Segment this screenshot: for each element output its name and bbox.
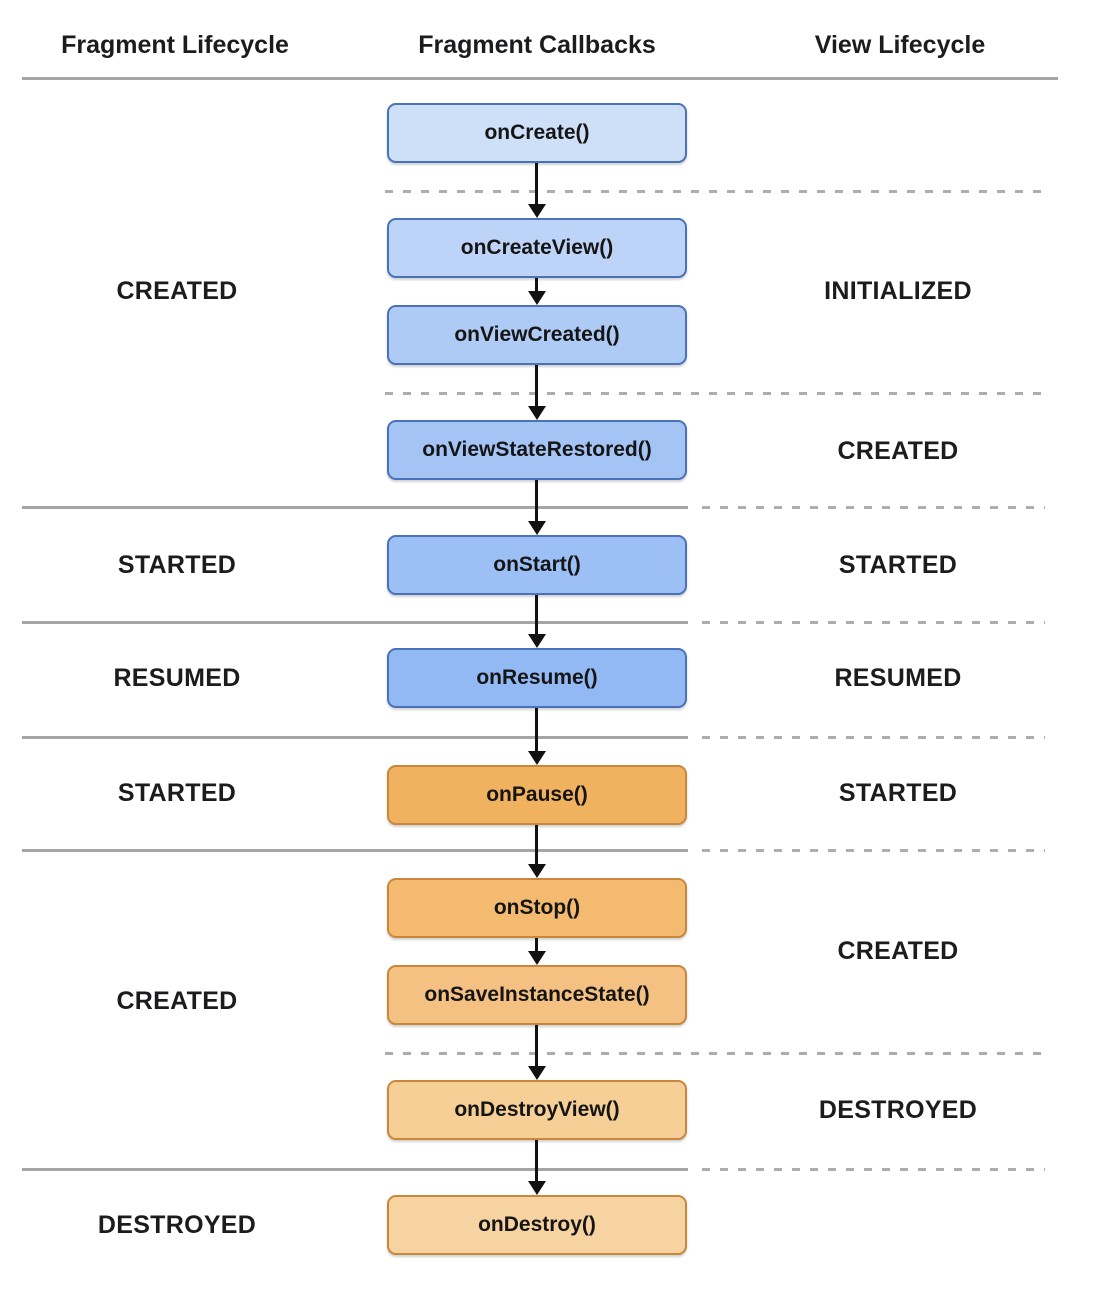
callback-box-onstop: onStop() [387,878,687,938]
flow-arrow-down [535,825,538,865]
flow-arrow-down [535,595,538,635]
view-state-started-2: STARTED [838,779,958,807]
fragment-state-resumed: RESUMED [113,664,241,692]
fragment-state-divider [22,849,688,852]
fragment-state-created: CREATED [116,277,238,305]
column-header-view-lifecycle: View Lifecycle [814,31,986,59]
header-divider [22,77,1058,80]
view-state-destroyed: DESTROYED [818,1096,978,1124]
flow-arrow-down [535,1025,538,1067]
callback-box-onviewstaterestored: onViewStateRestored() [387,420,687,480]
view-state-started: STARTED [838,551,958,579]
fragment-state-started-2: STARTED [117,779,237,807]
view-state-divider [702,506,1045,509]
fragment-state-started: STARTED [117,551,237,579]
flow-arrow-down [535,708,538,752]
flow-arrow-down [535,938,538,952]
fragment-state-divider [22,1168,688,1171]
view-state-divider [702,1168,1045,1171]
view-state-divider [702,736,1045,739]
callback-box-onviewcreated: onViewCreated() [387,305,687,365]
callback-box-ondestroyview: onDestroyView() [387,1080,687,1140]
fragment-state-divider [22,621,688,624]
view-state-created: CREATED [837,437,959,465]
flow-arrow-down [535,163,538,205]
view-state-divider [702,621,1045,624]
view-state-resumed: RESUMED [834,664,962,692]
callback-box-oncreateview: onCreateView() [387,218,687,278]
view-state-divider [385,190,1045,193]
callback-box-onsaveinstancestate: onSaveInstanceState() [387,965,687,1025]
fragment-state-divider [22,506,688,509]
view-state-divider [385,1052,1045,1055]
view-state-divider [385,392,1045,395]
view-state-initialized: INITIALIZED [824,277,972,305]
callback-box-onstart: onStart() [387,535,687,595]
fragment-state-destroyed: DESTROYED [97,1211,257,1239]
flow-arrow-down [535,365,538,407]
callback-box-onresume: onResume() [387,648,687,708]
fragment-state-divider [22,736,688,739]
fragment-state-created-2: CREATED [116,987,238,1015]
flow-arrow-down [535,278,538,292]
callback-box-ondestroy: onDestroy() [387,1195,687,1255]
callback-box-onpause: onPause() [387,765,687,825]
flow-arrow-down [535,480,538,522]
callback-box-oncreate: onCreate() [387,103,687,163]
column-header-fragment-lifecycle: Fragment Lifecycle [61,31,289,59]
column-header-fragment-callbacks: Fragment Callbacks [418,31,656,59]
view-state-divider [702,849,1045,852]
view-state-created-2: CREATED [837,937,959,965]
flow-arrow-down [535,1140,538,1182]
